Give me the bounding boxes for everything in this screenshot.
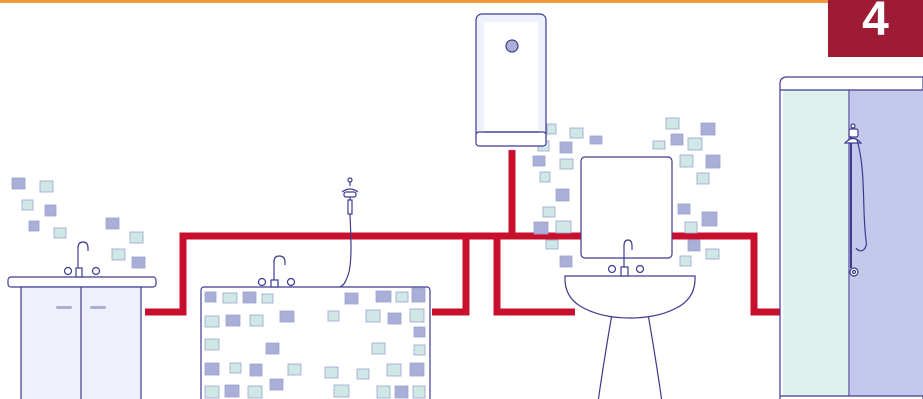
shower-head-icon <box>843 123 867 277</box>
top-stripe <box>0 0 828 3</box>
pipe-network <box>145 150 780 316</box>
sink-cabinet-icon <box>7 276 157 399</box>
water-heater-icon <box>475 13 547 147</box>
shower-cabin-icon <box>779 76 923 399</box>
tub-faucet-icon <box>257 255 296 288</box>
bathtub-icon <box>200 286 431 399</box>
faucet-icon <box>63 241 101 278</box>
washbasin-icon <box>564 239 696 399</box>
step-number: 4 <box>862 0 889 46</box>
wall-tiles <box>11 117 721 269</box>
hand-shower-icon <box>339 177 359 288</box>
step-number-badge: 4 <box>828 0 923 57</box>
mirror-icon <box>580 156 673 259</box>
